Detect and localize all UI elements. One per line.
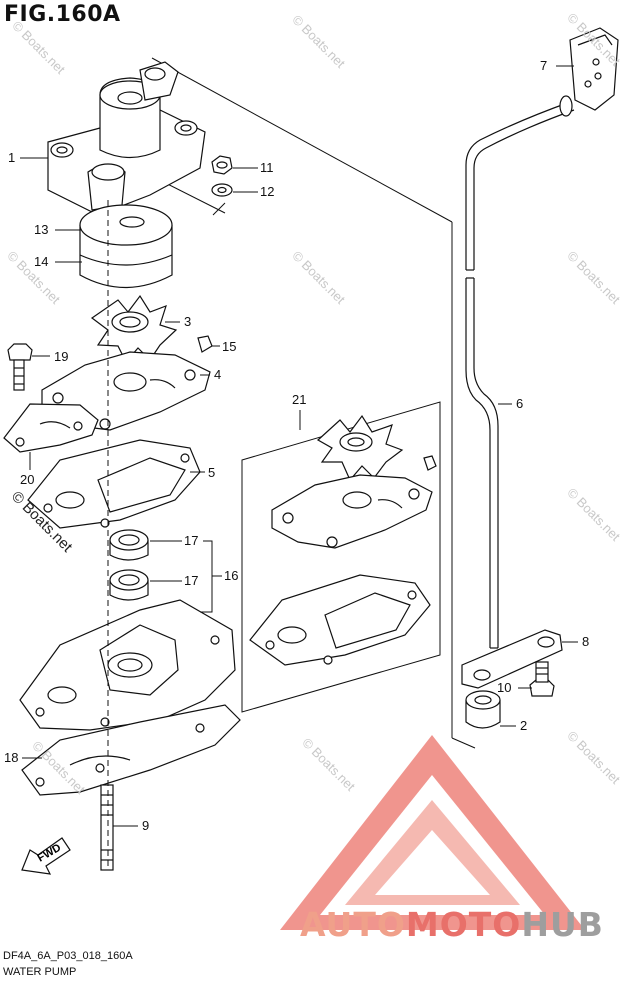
flange-bolt bbox=[529, 661, 555, 697]
callout-5: 5 bbox=[208, 465, 216, 480]
key bbox=[197, 335, 213, 353]
callout-4: 4 bbox=[214, 367, 222, 382]
pump-lower-case bbox=[19, 599, 236, 731]
pump-liner bbox=[79, 204, 173, 288]
oil-seal-upper bbox=[109, 529, 149, 561]
repair-kit-outline bbox=[241, 401, 441, 713]
gasket-small bbox=[3, 403, 99, 453]
nut bbox=[211, 155, 233, 175]
brand-wordmark: AUTOMOTOHUB bbox=[300, 905, 604, 944]
gasket bbox=[27, 439, 201, 529]
callout-8: 8 bbox=[582, 634, 590, 649]
callout-19: 19 bbox=[54, 349, 69, 364]
callout-11: 11 bbox=[260, 160, 274, 175]
callout-17-lower: 17 bbox=[184, 573, 199, 588]
brand-part-moto: MOTO bbox=[405, 905, 522, 944]
water-tube bbox=[465, 95, 575, 649]
callout-3: 3 bbox=[184, 314, 192, 329]
pump-case bbox=[47, 61, 206, 216]
automotohub-logo-icon bbox=[280, 735, 585, 930]
kit-impeller bbox=[316, 414, 404, 482]
callout-17-upper: 17 bbox=[184, 533, 199, 548]
kit-gasket bbox=[249, 574, 431, 666]
callout-2: 2 bbox=[520, 718, 528, 733]
figure-code: DF4A_6A_P03_018_160A bbox=[3, 950, 133, 962]
stud-bolt bbox=[100, 784, 114, 871]
callout-9: 9 bbox=[142, 818, 150, 833]
brand-part-auto: AUTO bbox=[300, 905, 406, 944]
tube-grommet bbox=[465, 690, 501, 729]
callout-20: 20 bbox=[20, 472, 35, 487]
bolt bbox=[7, 343, 33, 391]
callout-16: 16 bbox=[224, 568, 239, 583]
callout-7: 7 bbox=[540, 58, 548, 73]
grommet bbox=[569, 27, 619, 111]
figure-caption: WATER PUMP bbox=[3, 966, 77, 978]
washer bbox=[211, 183, 233, 197]
impeller bbox=[90, 294, 178, 364]
callout-10: 10 bbox=[497, 680, 512, 695]
callout-6: 6 bbox=[516, 396, 524, 411]
figure-title: FIG.160A bbox=[4, 2, 121, 27]
gasket-lower bbox=[21, 704, 241, 796]
callout-14: 14 bbox=[34, 254, 49, 269]
fwd-arrow-icon bbox=[21, 837, 71, 875]
callout-1: 1 bbox=[8, 150, 16, 165]
callout-21: 21 bbox=[292, 392, 307, 407]
kit-key bbox=[423, 455, 437, 471]
callout-13: 13 bbox=[34, 222, 49, 237]
callout-15: 15 bbox=[222, 339, 237, 354]
clamp-plate bbox=[461, 629, 563, 689]
callout-12: 12 bbox=[260, 184, 275, 199]
brand-part-hub: HUB bbox=[521, 905, 604, 944]
callout-18: 18 bbox=[4, 750, 19, 765]
kit-plate bbox=[271, 474, 433, 549]
oil-seal-lower bbox=[109, 569, 149, 601]
